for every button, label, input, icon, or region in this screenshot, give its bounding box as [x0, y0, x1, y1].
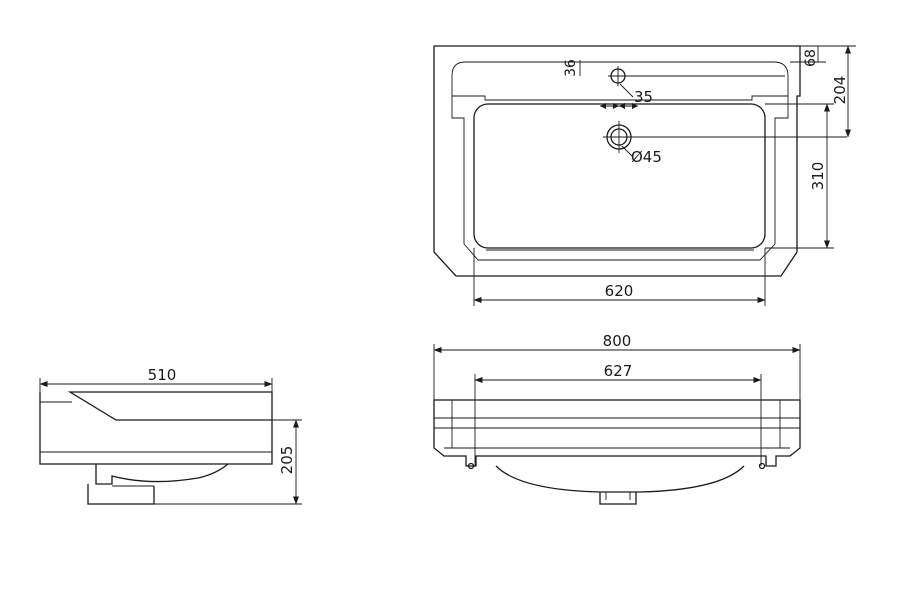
basin-outer-outline [433, 45, 801, 277]
dim-204-label: 204 [831, 76, 849, 105]
dim-800-label: 800 [603, 332, 632, 350]
side-view: 510 205 [39, 366, 302, 505]
front-fixing-hole-left [467, 462, 475, 470]
tap-spacing-arrows [600, 103, 638, 109]
side-waste-outlet [87, 484, 155, 505]
inner-bowl-outline [473, 103, 766, 249]
dim-36-label: 36 [563, 59, 579, 77]
front-body-outline [433, 399, 801, 467]
side-bowl-underside [95, 463, 229, 485]
dim-68-label: 68 [803, 49, 819, 67]
dim-35-label: 35 [634, 88, 653, 106]
front-view: 800 627 [433, 332, 801, 505]
dim-45-label: Ø45 [631, 148, 662, 166]
left-ledge-outline [451, 96, 789, 261]
dim-45-leader [621, 145, 633, 157]
top-view: 36 35 Ø45 68 204 310 620 [433, 45, 856, 306]
dim-35-leader [619, 83, 634, 98]
dim-620-label: 620 [605, 282, 634, 300]
front-waste-outlet [599, 492, 637, 505]
front-fixing-hole-right [758, 462, 766, 470]
side-body-outline [39, 391, 273, 465]
front-bowl-underside [495, 465, 745, 493]
dim-205-label: 205 [278, 446, 296, 475]
basin-rim-outline [451, 61, 789, 101]
dim-510-label: 510 [148, 366, 177, 384]
dim-310-label: 310 [809, 162, 827, 191]
waste-hole [603, 121, 635, 153]
dim-627-label: 627 [604, 362, 633, 380]
tap-hole [608, 66, 628, 86]
